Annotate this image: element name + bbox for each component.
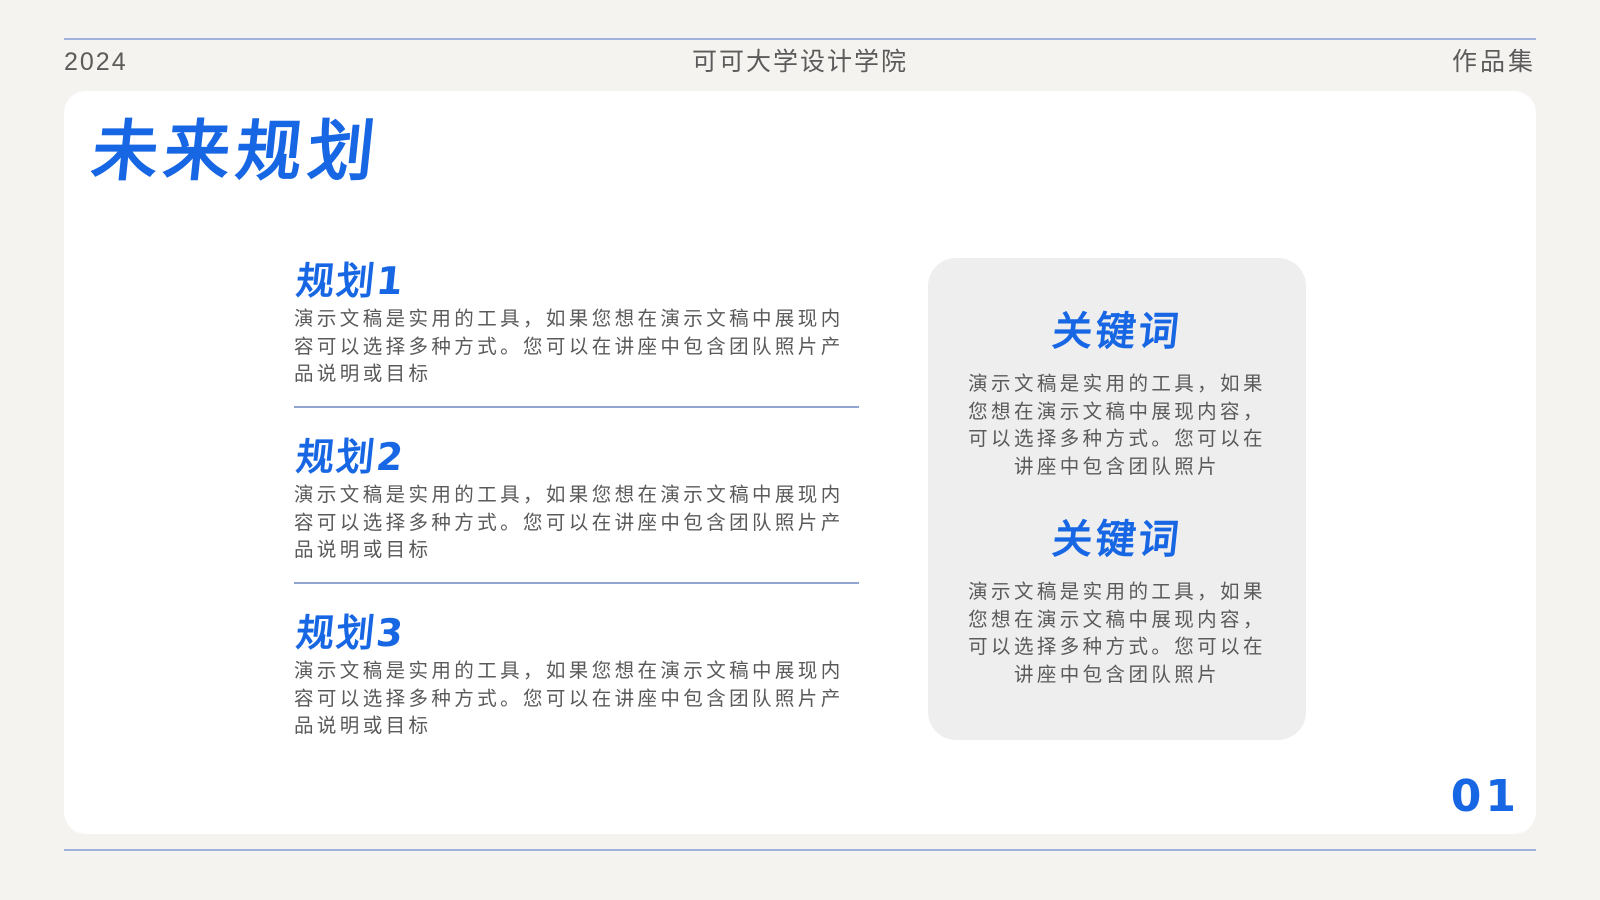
footer-rule — [64, 849, 1536, 851]
plan-description: 演示文稿是实用的工具，如果您想在演示文稿中展现内容可以选择多种方式。您可以在讲座… — [294, 307, 844, 385]
plan-description: 演示文稿是实用的工具，如果您想在演示文稿中展现内容可以选择多种方式。您可以在讲座… — [294, 483, 844, 561]
plan-title: 规划2 — [294, 435, 408, 479]
page-title: 未来规划 — [88, 113, 385, 190]
keyword-block-2: 关键词 演示文稿是实用的工具，如果您想在演示文稿中展现内容，可以选择多种方式。您… — [928, 514, 1306, 688]
header-rule — [64, 38, 1536, 40]
plan-description: 演示文稿是实用的工具，如果您想在演示文稿中展现内容可以选择多种方式。您可以在讲座… — [294, 659, 844, 737]
plan-title: 规划3 — [294, 611, 408, 655]
keyword-panel: 关键词 演示文稿是实用的工具，如果您想在演示文稿中展现内容，可以选择多种方式。您… — [928, 258, 1306, 740]
plan-item-3: 规划3 演示文稿是实用的工具，如果您想在演示文稿中展现内容可以选择多种方式。您可… — [294, 610, 859, 740]
plan-item-1: 规划1 演示文稿是实用的工具，如果您想在演示文稿中展现内容可以选择多种方式。您可… — [294, 258, 859, 388]
header-collection-label: 作品集 — [1451, 47, 1536, 76]
keyword-description: 演示文稿是实用的工具，如果您想在演示文稿中展现内容，可以选择多种方式。您可以在讲… — [968, 372, 1266, 478]
plan-title: 规划1 — [294, 259, 408, 303]
plan-divider — [294, 406, 859, 408]
keyword-title: 关键词 — [1050, 309, 1184, 355]
keyword-title: 关键词 — [1050, 517, 1184, 563]
plan-item-2: 规划2 演示文稿是实用的工具，如果您想在演示文稿中展现内容可以选择多种方式。您可… — [294, 434, 859, 564]
page-number: 01 — [1450, 771, 1520, 822]
header-school-name: 可可大学设计学院 — [691, 47, 908, 76]
keyword-description: 演示文稿是实用的工具，如果您想在演示文稿中展现内容，可以选择多种方式。您可以在讲… — [968, 580, 1266, 686]
header-year: 2024 — [64, 48, 128, 76]
plan-divider — [294, 582, 859, 584]
keyword-block-1: 关键词 演示文稿是实用的工具，如果您想在演示文稿中展现内容，可以选择多种方式。您… — [928, 306, 1306, 480]
